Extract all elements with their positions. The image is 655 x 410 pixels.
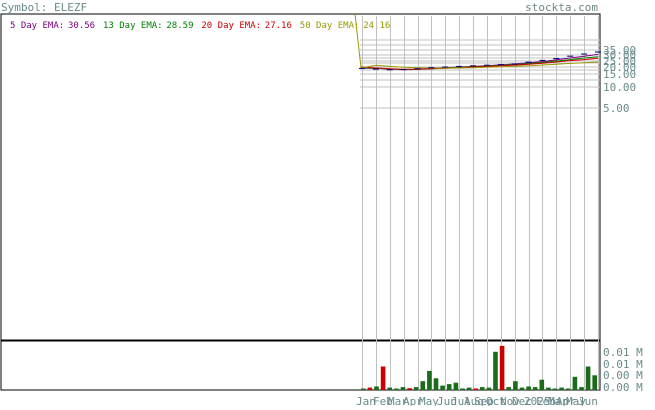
month-tick-label: Nov bbox=[500, 395, 520, 406]
price-frame bbox=[0, 13, 601, 341]
volume-bar bbox=[572, 376, 578, 390]
volume-bar bbox=[473, 388, 478, 390]
month-tick-label: Apr bbox=[556, 395, 576, 406]
volume-bar bbox=[387, 387, 392, 390]
volume-bar bbox=[526, 386, 531, 390]
volume-bar bbox=[493, 351, 498, 390]
month-tick-label: Jul bbox=[451, 395, 471, 406]
volume-bar bbox=[440, 385, 445, 390]
volume-bar bbox=[546, 387, 551, 390]
legend-label: 5 Day EMA: bbox=[10, 21, 64, 31]
volume-bar bbox=[499, 345, 505, 390]
legend-label: 13 Day EMA: bbox=[103, 21, 163, 31]
volume-bar bbox=[361, 388, 366, 390]
legend-label: 20 Day EMA: bbox=[201, 21, 261, 31]
volume-bar bbox=[367, 387, 373, 390]
volume-tick-label: 0.01 M bbox=[603, 346, 643, 359]
month-tick-label: Jan bbox=[356, 395, 376, 406]
price-tick-label: 25.00 bbox=[603, 55, 636, 68]
price-tick-label: 10.00 bbox=[603, 81, 636, 94]
month-tick-label: Mar bbox=[548, 395, 568, 406]
volume-bar bbox=[480, 387, 485, 390]
volume-bar bbox=[460, 388, 465, 390]
legend-value: 30.56 bbox=[68, 21, 95, 31]
site-label[interactable]: stockta.com bbox=[525, 1, 598, 14]
volume-bar bbox=[400, 387, 406, 390]
ema-line-ema50 bbox=[354, 13, 599, 69]
volume-bar bbox=[466, 387, 472, 390]
volume-bar bbox=[446, 384, 452, 390]
month-tick-label: Feb bbox=[536, 395, 556, 406]
month-tick-label: Feb bbox=[373, 395, 393, 406]
month-tick-label: Mar bbox=[388, 395, 408, 406]
month-tick-label: Apr bbox=[403, 395, 423, 406]
volume-bar bbox=[413, 387, 419, 390]
volume-frame bbox=[0, 340, 601, 391]
ema-legend: 5 Day EMA: 30.56 13 Day EMA:28.59 20 Day EM… bbox=[10, 21, 390, 31]
volume-bar bbox=[427, 370, 432, 390]
volume-bar bbox=[420, 381, 426, 390]
volume-bar bbox=[565, 388, 571, 390]
price-tick-label: 35.00 bbox=[603, 44, 636, 57]
month-tick-label: Dec bbox=[512, 395, 532, 406]
volume-bar bbox=[519, 387, 525, 390]
volume-bar bbox=[374, 386, 379, 390]
month-tick-label: Sep bbox=[474, 395, 494, 406]
axes: 35.0030.0025.0020.0015.0010.005.00JanFeb… bbox=[356, 44, 643, 408]
legend-label: 50 Day EMA: bbox=[300, 21, 360, 31]
legend-value: 27.16 bbox=[265, 21, 292, 31]
month-tick-label: Jun bbox=[578, 395, 598, 406]
month-tick-label: Jun bbox=[437, 395, 457, 406]
legend-value: 28.59 bbox=[166, 21, 193, 31]
volume-bar bbox=[453, 382, 459, 390]
month-tick-label: 2025 bbox=[524, 395, 551, 406]
volume-tick-label: 0.01 M bbox=[603, 358, 643, 371]
price-tick-label: 20.00 bbox=[603, 61, 636, 74]
month-tick-label: Aug bbox=[464, 395, 484, 406]
price-tick-label: 5.00 bbox=[603, 102, 630, 115]
volume-bar bbox=[407, 388, 412, 390]
volume-bar bbox=[585, 366, 591, 390]
month-tick-label: May bbox=[566, 395, 586, 406]
volume-bar bbox=[486, 387, 492, 390]
volume-bar bbox=[592, 375, 597, 390]
volume-bar bbox=[506, 387, 511, 390]
symbol-label: Symbol: ELEZF bbox=[1, 1, 87, 14]
volume-bar bbox=[552, 388, 558, 390]
month-tick-label: Oct bbox=[486, 395, 506, 406]
price-tick-label: 15.00 bbox=[603, 68, 636, 81]
volume-bar bbox=[579, 387, 584, 390]
volume-bar bbox=[532, 387, 538, 390]
grid bbox=[0, 13, 601, 391]
volume-bar bbox=[433, 378, 439, 391]
volume-bar bbox=[394, 388, 399, 390]
volume-tick-label: 0.00 M bbox=[603, 369, 643, 382]
volume-tick-label: 0.00 M bbox=[603, 381, 643, 394]
volume-bar bbox=[513, 381, 518, 390]
volume-bar bbox=[380, 366, 386, 390]
volume-panel bbox=[361, 345, 597, 391]
price-panel bbox=[354, 13, 601, 71]
volume-bar bbox=[539, 379, 545, 390]
volume-bar bbox=[559, 387, 564, 390]
price-tick-label: 30.00 bbox=[603, 49, 636, 62]
month-tick-label: May bbox=[419, 395, 439, 406]
